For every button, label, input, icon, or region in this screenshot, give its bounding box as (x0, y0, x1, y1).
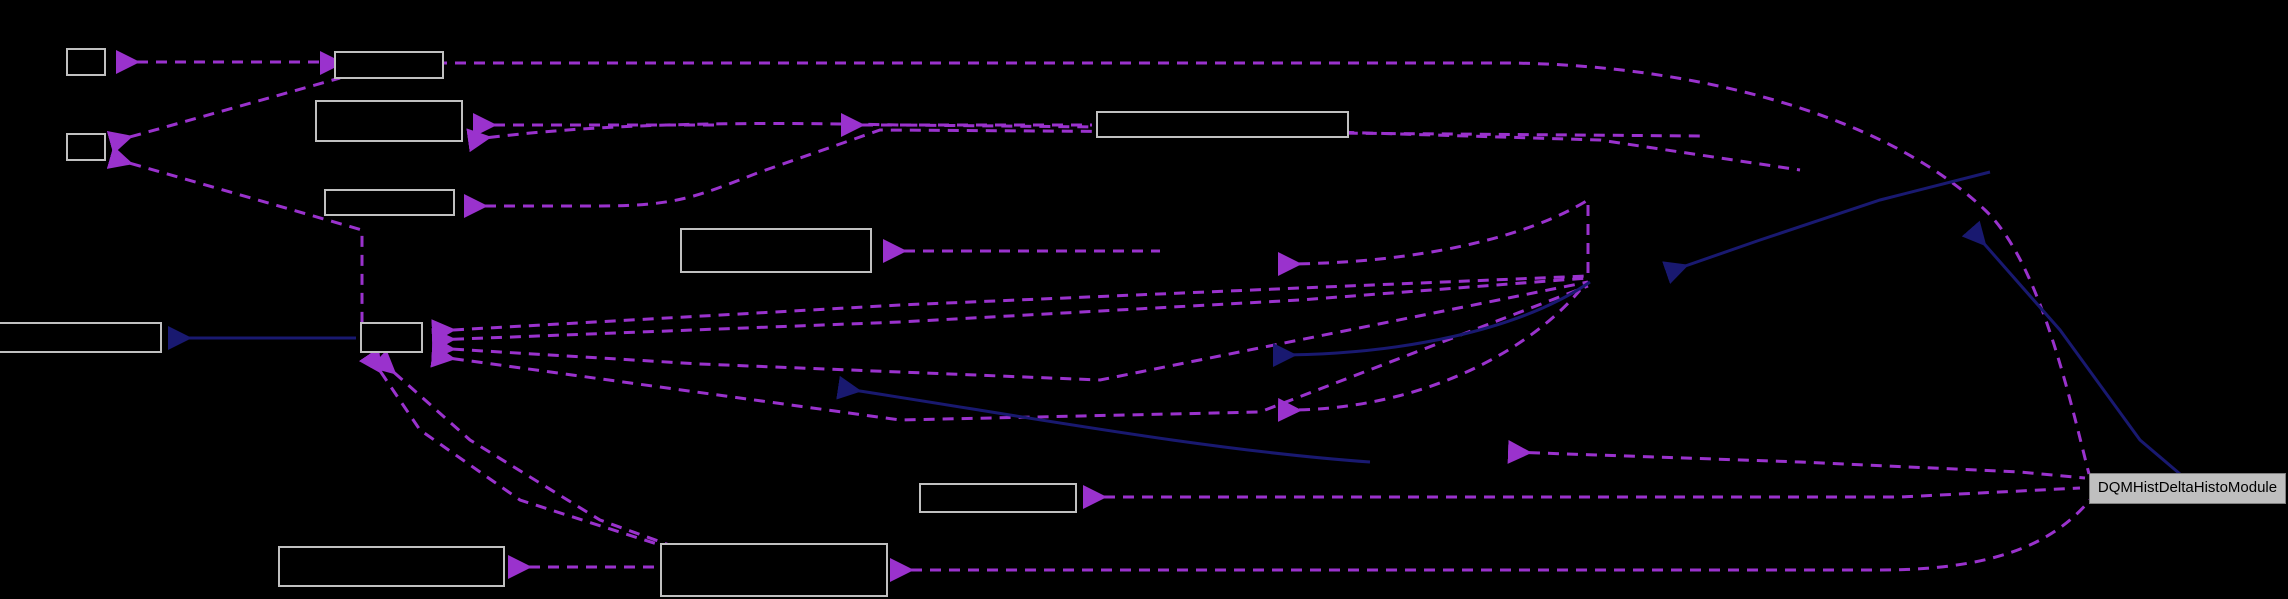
edge-node9-to-node11-diag (370, 349, 673, 548)
graph-node[interactable] (324, 189, 455, 216)
graph-node-root[interactable]: DQMHistDeltaHistoModule (2089, 473, 2286, 504)
edge-root-to-node9-ray3 (431, 280, 1589, 382)
graph-node-hub[interactable] (360, 322, 423, 353)
graph-node[interactable] (1096, 111, 1349, 138)
edge-hub-curve-a (1277, 197, 1590, 277)
graph-node-root-label: DQMHistDeltaHistoModule (2097, 479, 2278, 497)
edge-root-to-node10 (1083, 485, 2081, 509)
graph-node[interactable] (315, 100, 463, 142)
edge-blue-curve-low (836, 375, 1371, 464)
edge-root-to-node9-ray4 (430, 284, 1589, 422)
edge-root-to-node12 (890, 499, 2092, 582)
edge-node9-to-node12 (358, 347, 661, 547)
graph-node[interactable] (278, 546, 505, 587)
edge-root-blue-upper (1662, 170, 1991, 284)
edge-group-inheritance (168, 170, 2181, 476)
edge-node9-to-node2 (106, 145, 364, 326)
edge-root-blue-diag (1961, 220, 2181, 476)
graph-node[interactable] (660, 543, 888, 597)
graph-node[interactable] (66, 133, 106, 161)
edge-root-node10-upper (1507, 439, 2086, 480)
graph-node[interactable] (680, 228, 872, 273)
edge-group-usage (106, 50, 2092, 582)
graph-node[interactable] (919, 483, 1077, 513)
edge-root-to-node3 (320, 51, 2091, 475)
edge-node4-upper-diagonal (466, 122, 1801, 172)
edge-blue-curve-mid (1272, 280, 1591, 368)
edge-hub-curve-b (1277, 289, 1582, 422)
edge-root-to-node9-ray1 (431, 274, 1589, 344)
graph-node[interactable] (0, 322, 162, 353)
edge-node9-to-node5 (464, 128, 1701, 218)
graph-node[interactable] (66, 48, 106, 76)
edge-node3-to-node2 (106, 76, 341, 155)
edge-root-to-node9-ray2 (431, 276, 1589, 353)
graph-node[interactable] (334, 51, 444, 79)
